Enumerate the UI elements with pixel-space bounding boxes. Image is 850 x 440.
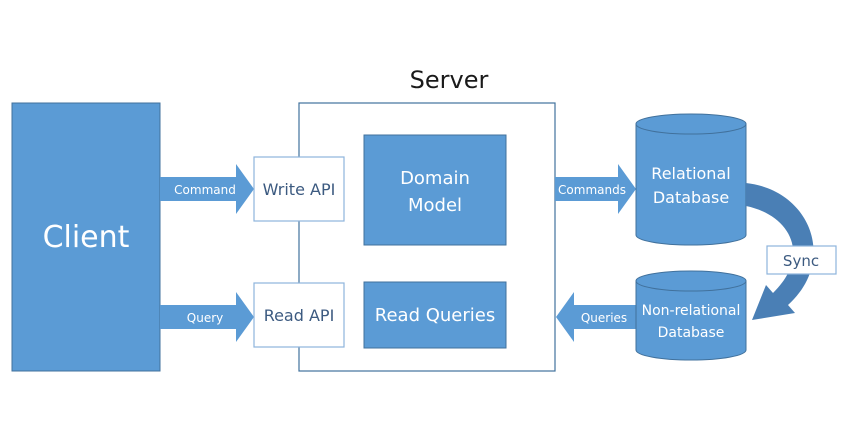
query-arrow-shape <box>160 292 254 342</box>
non-relational-db-body <box>635 280 747 361</box>
server-title: Server <box>410 66 489 94</box>
command-arrow: Command <box>160 164 254 214</box>
sync-label-box-shape <box>766 245 837 275</box>
non-relational-db-label-line2: Database <box>658 325 725 341</box>
commands-arrow: Commands <box>555 164 636 214</box>
query-arrow: Query <box>160 292 254 342</box>
relational-db-label-line1: Relational <box>651 164 730 183</box>
relational-db-body <box>635 123 747 246</box>
relational-db-top <box>635 113 747 135</box>
write-api-box: Write API <box>253 156 345 222</box>
domain-model-shape <box>363 134 507 246</box>
command-arrow-label: Command <box>174 183 236 197</box>
read-api-box: Read API <box>253 282 345 348</box>
commands-arrow-shape <box>555 164 636 214</box>
sync-label: Sync <box>783 252 819 270</box>
client-box: Client <box>11 102 161 372</box>
sync-arrow-shape <box>746 183 814 320</box>
non-relational-db-top <box>635 270 747 292</box>
queries-arrow-shape <box>556 292 636 342</box>
client-label: Client <box>43 220 130 255</box>
domain-model-block: Domain Model <box>363 134 507 246</box>
commands-arrow-label: Commands <box>558 183 626 197</box>
relational-database: Relational Database <box>635 113 747 246</box>
read-api-box-shape <box>253 282 345 348</box>
read-queries-block: Read Queries <box>363 281 507 349</box>
sync-label-box: Sync <box>766 245 837 275</box>
relational-db-label-line2: Database <box>653 188 729 207</box>
write-api-label: Write API <box>263 180 336 199</box>
read-api-label: Read API <box>264 306 335 325</box>
domain-model-label-line1: Domain <box>400 168 470 189</box>
domain-model-label-line2: Model <box>408 195 462 216</box>
command-arrow-shape <box>160 164 254 214</box>
queries-arrow: Queries <box>556 292 636 342</box>
query-arrow-label: Query <box>187 311 223 325</box>
client-box-shape <box>11 102 161 372</box>
queries-arrow-label: Queries <box>581 311 627 325</box>
non-relational-db-label-line1: Non-relational <box>642 303 741 319</box>
sync-arrow <box>746 183 814 320</box>
read-queries-shape <box>363 281 507 349</box>
non-relational-database: Non-relational Database <box>635 270 747 361</box>
read-queries-label: Read Queries <box>375 305 495 326</box>
write-api-box-shape <box>253 156 345 222</box>
